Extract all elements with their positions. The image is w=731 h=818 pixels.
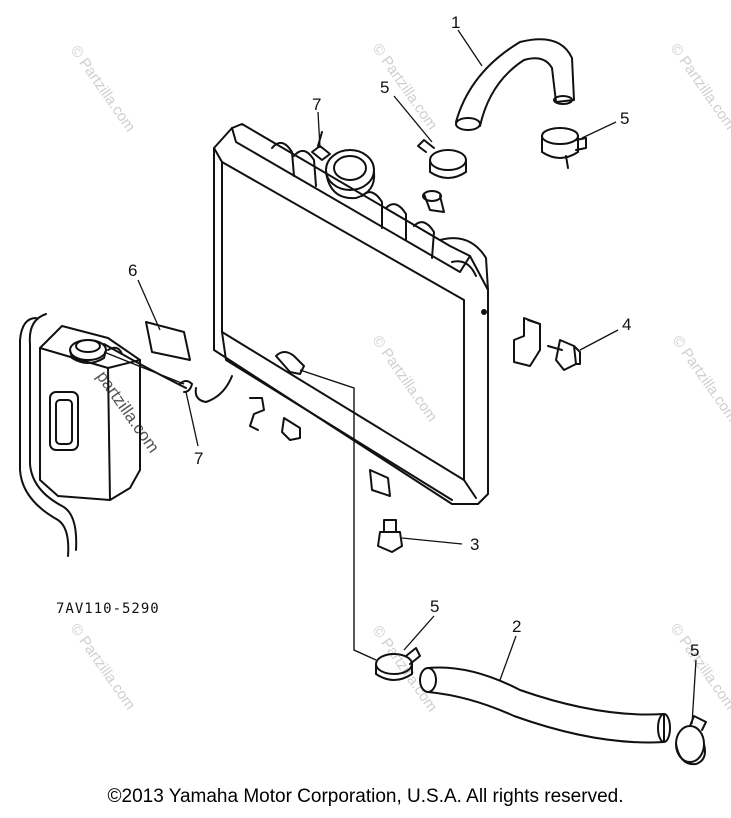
upper-radiator-hose (455, 38, 575, 131)
watermark: © Partzilla.com (667, 41, 731, 134)
reservoir-tank (19, 313, 193, 557)
cap-clip (311, 131, 331, 161)
cap-clip (107, 346, 123, 355)
leader-line (457, 29, 483, 67)
leader-line (581, 121, 617, 139)
leader-line (393, 95, 433, 143)
side-bolt (547, 339, 581, 371)
callout-cap-clip-tank: 7 (194, 449, 203, 468)
lower-radiator-hose (419, 666, 671, 744)
hose-clamp (675, 715, 707, 766)
watermark: © Partzilla.com (67, 43, 139, 136)
bottom-bolt (377, 519, 403, 553)
leader-line (185, 391, 199, 447)
leader-line (401, 537, 463, 545)
leader-line (137, 279, 161, 331)
watermark: © Partzilla.com (369, 333, 441, 426)
watermark: © Partzilla.com (669, 333, 731, 426)
callout-bolt-side: 4 (622, 315, 631, 334)
callout-hose-lower: 2 (512, 617, 521, 636)
leader-line (691, 659, 697, 725)
routing-line-overflow (103, 351, 185, 385)
hose-clamp (375, 647, 421, 681)
callout-hose-upper: 1 (451, 13, 460, 32)
watermark: © Partzilla.com (67, 621, 139, 714)
leader-line (403, 615, 435, 651)
part-code: 7AV110-5290 (56, 601, 160, 617)
watermark: © Partzilla.com (667, 621, 731, 714)
routing-line-drain (299, 369, 377, 661)
label-plate (145, 321, 191, 361)
callout-clamp-upper-right: 5 (620, 109, 629, 128)
callout-bolt-bottom: 3 (470, 535, 479, 554)
copyright-notice: ©2013 Yamaha Motor Corporation, U.S.A. A… (107, 786, 624, 807)
leader-line (579, 329, 619, 351)
radiator (194, 123, 489, 505)
callout-clamp-lower-right: 5 (690, 641, 699, 660)
callout-label-plate: 6 (128, 261, 137, 280)
watermark-dark: partzilla.com (93, 367, 163, 456)
hose-clamp (417, 139, 467, 179)
side-bracket (513, 317, 541, 367)
callout-clamp-upper-left: 5 (380, 78, 389, 97)
hose-clamp (541, 127, 587, 169)
leader-line (499, 635, 517, 681)
leader-line (317, 111, 321, 149)
callout-clamp-lower-left: 5 (430, 597, 439, 616)
callout-cap-clip-top: 7 (312, 95, 321, 114)
